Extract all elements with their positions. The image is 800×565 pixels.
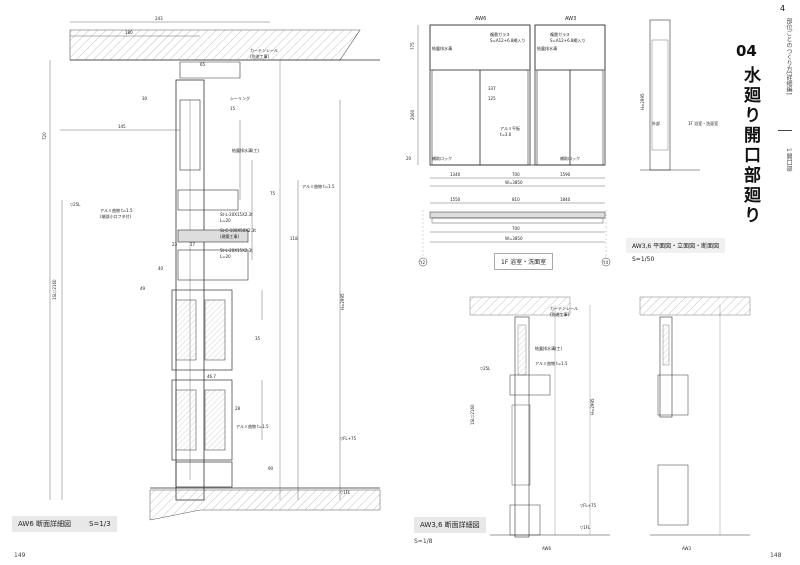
section-detail-drawing: カーテンレール (別途工事) 結露排水溝(工) アルミ曲物 t=1.5 ▽25L… <box>469 296 751 551</box>
elev-glass1: 複層ガラス <box>490 31 510 37</box>
label-sl: 1SL▽2160 <box>52 279 57 300</box>
left-detail-drawing: 243 180 720 145 65 30 15 23 17 75 118 40… <box>42 16 381 521</box>
sec-curtain: カーテンレール <box>550 305 578 311</box>
dim-30: 30 <box>142 96 148 101</box>
elev-w3850: W=3850 <box>505 180 523 185</box>
dim-180: 180 <box>125 30 133 35</box>
sec-h: H=2995 <box>590 398 595 415</box>
chapter-number: 4 <box>780 4 786 13</box>
section-caption: AW3,6 断面詳細図 <box>414 517 486 533</box>
left-caption: AW6 断面詳細図 S=1/3 <box>12 516 117 532</box>
label-separate-work: (別途工事) <box>250 53 270 59</box>
elev-drain: 結露排水溝 <box>432 45 452 51</box>
dim-23: 23 <box>172 242 178 247</box>
right-page-number: 148 <box>770 552 782 559</box>
dim-49: 49 <box>140 286 146 291</box>
plan-bath-label: 1F 浴室・洗面室 <box>494 253 554 270</box>
label-sealing: シーリング <box>230 95 250 101</box>
label-condensation-gutter: 結露排水溝(工) <box>232 147 260 153</box>
dim-46-7: 46.7 <box>207 374 216 379</box>
sec-drain: 結露排水溝(工) <box>535 345 563 351</box>
elev-w3850-b: W=3850 <box>505 236 523 241</box>
dim-28: 28 <box>235 406 241 411</box>
sec-aw6: AW6 <box>542 546 551 551</box>
elev-glass1-spec: S=A12+6.8網入り <box>490 37 525 43</box>
grid-y4: Y4 <box>602 260 608 265</box>
side-subsection: 1 開口部 <box>785 148 792 172</box>
dim-243: 243 <box>155 16 163 21</box>
elev-glass2: 複層ガラス <box>550 31 570 37</box>
label-al-bend: アルミ曲物 t=1.5 <box>302 183 335 189</box>
left-caption-scale: S=1/3 <box>89 520 111 528</box>
plan-caption: AW3,6 平面図・立面図・断面図 <box>626 238 726 253</box>
plan-scale: S=1/50 <box>626 253 661 266</box>
elev-lock: 補助ロック <box>432 155 452 161</box>
label-al-plate-note: (端部小口フタ付) <box>100 213 132 219</box>
dim-75: 75 <box>270 191 276 196</box>
label-h2995: H=2995 <box>340 293 345 310</box>
plan-dim-700: 700 <box>512 226 520 231</box>
sec-fl75: ▽FL+75 <box>580 503 597 508</box>
label-al-bend-3: アルミ曲物 t=1.5 <box>236 423 269 429</box>
plan-dim-810: 810 <box>512 197 520 202</box>
sec-sl: 1SL▽2160 <box>470 404 475 425</box>
sec-fl: ▽1FL <box>580 525 591 530</box>
sec-aw3: AW3 <box>682 546 691 551</box>
elev-aw3: AW3 <box>565 16 576 22</box>
elev-dim-337: 337 <box>488 86 496 91</box>
elev-dim-125: 125 <box>488 96 496 101</box>
dim-118: 118 <box>290 236 298 241</box>
dim-15: 15 <box>230 106 236 111</box>
elev-al-plate: アルミ平板 <box>500 125 520 131</box>
plan-dim-1550: 1550 <box>450 197 461 202</box>
label-l20-b: L=20 <box>220 254 231 259</box>
sec-fl25: ▽25L <box>480 366 491 371</box>
label-al-bend-2: アルミ曲物 t=1.5 <box>100 207 133 213</box>
section-caption-scale: S=1/8 <box>414 538 433 545</box>
label-st-c: St-C-100X50X2.3t <box>220 228 256 233</box>
label-l20: L=20 <box>220 218 231 223</box>
chapter-title: 水廻り開口部廻り <box>740 66 760 226</box>
dim-35: 35 <box>255 336 261 341</box>
left-page-number: 149 <box>14 552 26 559</box>
label-st-l: St-L-20X15X2.3t <box>220 212 253 217</box>
chapter-label: 04 <box>736 42 757 60</box>
label-building-work: (建築工事) <box>220 233 240 239</box>
label-st-l-2: St-L-20X15X2.3t <box>220 248 253 253</box>
elev-lock-2: 補助ロック <box>560 155 580 161</box>
elev-dim-1590: 1590 <box>560 172 571 177</box>
side-divider <box>778 130 792 131</box>
elev-glass2-spec: S=A12+6.8網入り <box>550 37 585 43</box>
dim-90: 90 <box>268 466 274 471</box>
elev-outside: 外部 <box>652 120 660 126</box>
plan-dim-1840: 1840 <box>560 197 571 202</box>
dim-17: 17 <box>190 242 196 247</box>
elev-dim-2060: 2060 <box>410 109 415 120</box>
elev-al-plate-t: t=3.0 <box>500 132 512 137</box>
label-fl-25: ▽25L <box>70 202 81 207</box>
elev-dim-700: 700 <box>512 172 520 177</box>
elev-dim-20: 20 <box>406 156 412 161</box>
elev-dim-775: 775 <box>410 42 415 50</box>
dim-720: 720 <box>42 132 47 140</box>
sec-al-bend: アルミ曲物 t=1.5 <box>535 360 568 366</box>
elev-drain-2: 結露排水溝 <box>537 45 557 51</box>
elevation-plan-drawing: AW6 AW3 複層ガラス S=A12+6.8網入り 複層ガラス S=A12+6… <box>406 16 718 267</box>
dim-65: 65 <box>200 62 206 67</box>
section-caption-title: AW3,6 断面詳細図 <box>420 521 480 529</box>
grid-y2: Y2 <box>419 260 425 265</box>
elev-h2995: H=2995 <box>640 93 645 110</box>
left-caption-title: AW6 断面詳細図 <box>18 520 72 528</box>
label-fl-75: ▽FL+75 <box>340 436 357 441</box>
elev-aw6: AW6 <box>475 16 486 22</box>
dim-145: 145 <box>118 124 126 129</box>
elev-dim-1340: 1340 <box>450 172 461 177</box>
dim-40: 40 <box>158 266 164 271</box>
elev-bath: 1F 浴室・洗面室 <box>688 120 718 126</box>
label-curtain-rail: カーテンレール <box>250 47 278 53</box>
side-section-title: 部位ごとのつくり方[詳細編] <box>785 18 792 95</box>
sec-separate: (別途工事) <box>550 311 570 317</box>
label-fl: ▽1FL <box>340 490 351 495</box>
